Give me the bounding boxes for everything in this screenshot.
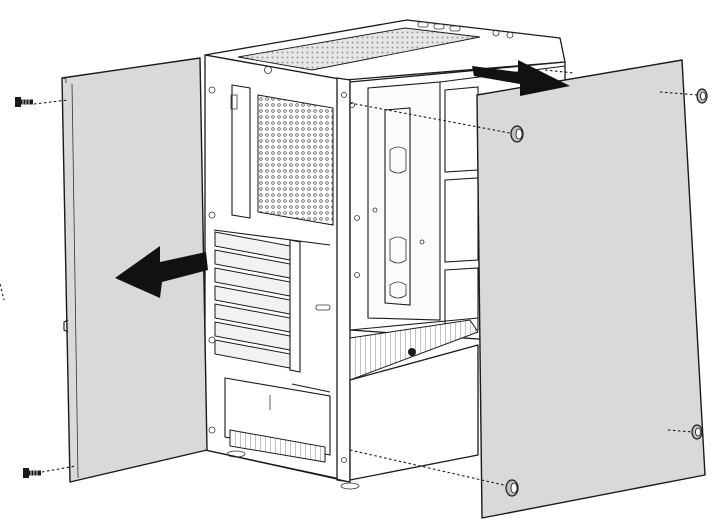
top-mesh-filter xyxy=(237,27,481,71)
case-front-pillar xyxy=(336,77,351,483)
rear-fan-mesh xyxy=(257,94,334,226)
right-top-outer-thumbscrew xyxy=(696,88,708,104)
left-bottom-thumbscrew xyxy=(23,468,41,478)
left-edge-guide-line xyxy=(0,283,5,301)
right-bottom-outer-guide-line xyxy=(667,429,694,433)
left-panel-clip xyxy=(63,319,69,333)
right-bottom-outer-thumbscrew xyxy=(691,424,703,440)
right-top-inner-thumbscrew xyxy=(510,125,524,143)
left-panel-screws xyxy=(0,97,77,478)
top-io-buttons xyxy=(417,21,514,39)
motherboard-tray-cutout xyxy=(367,81,441,321)
right-panel-guide-lines xyxy=(349,69,699,487)
left-bottom-guide-line xyxy=(41,465,77,473)
expansion-slots xyxy=(214,231,301,373)
psu-shroud-front xyxy=(349,344,479,481)
case-logo-plate xyxy=(315,304,331,311)
right-top-guide-line xyxy=(349,102,511,134)
rear-frame-screws xyxy=(208,66,272,434)
right-side-panel xyxy=(476,59,706,519)
right-panel-thumbscrews xyxy=(505,88,708,497)
standoff-screws xyxy=(349,102,425,278)
front-fan-rails xyxy=(444,86,479,333)
left-top-thumbscrew xyxy=(15,97,33,107)
cable-grommet-1 xyxy=(389,146,407,174)
right-panel-removal-arrow xyxy=(472,60,570,96)
left-top-guide-line xyxy=(33,99,69,105)
right-bottom-inner-thumbscrew xyxy=(505,479,519,497)
cable-grommet-2 xyxy=(389,236,407,264)
right-panel-body xyxy=(476,59,706,519)
cable-grommet-3 xyxy=(389,281,407,299)
left-panel-removal-arrow xyxy=(115,246,208,298)
right-top-outer-guide-line xyxy=(659,91,699,96)
psu-vent xyxy=(229,429,326,463)
io-tab xyxy=(230,94,238,110)
pillar-screws xyxy=(341,92,347,463)
right-bottom-guide-line xyxy=(349,449,509,487)
rear-io-cutout xyxy=(231,84,251,219)
shroud-screw xyxy=(408,348,416,356)
case-feet xyxy=(226,450,360,490)
